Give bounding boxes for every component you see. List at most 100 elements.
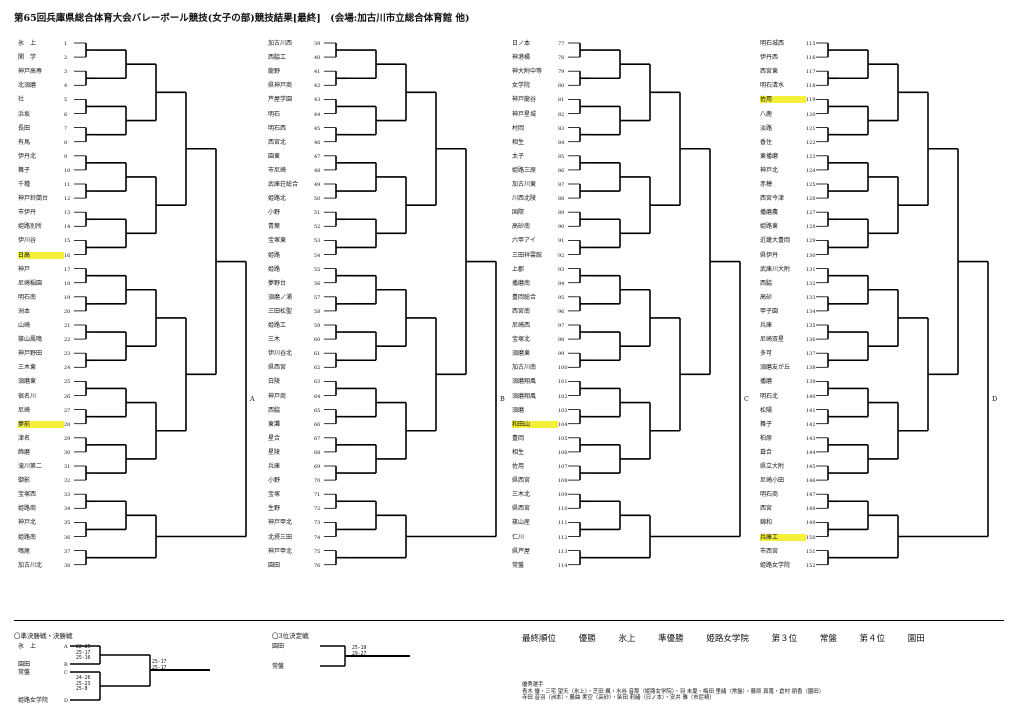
team-name: 社 — [18, 96, 25, 104]
team-number: 112 — [558, 534, 568, 541]
team-number: 89 — [558, 210, 565, 217]
team-name: 西宮 — [760, 505, 773, 513]
final-score: 25-17 25-17 — [152, 660, 167, 671]
excellent-label: 優秀選手 — [522, 682, 544, 688]
team-number: 19 — [64, 294, 71, 301]
team-name: 北須磨 — [18, 82, 37, 90]
pool-label: B — [500, 395, 505, 404]
team-name: 武庫荘総合 — [268, 181, 299, 188]
team-number: 38 — [64, 562, 71, 569]
team-name: 神戸鈴蘭台 — [18, 195, 49, 203]
final-round-title: 〇準決勝戦・決勝戦 — [14, 632, 73, 640]
team-name: 神戸星城 — [512, 110, 537, 118]
team-name: 松陽 — [760, 406, 773, 414]
team-number: 34 — [64, 506, 71, 513]
third-place-team: 常盤 — [272, 663, 285, 670]
team-number: 139 — [806, 379, 816, 386]
team-name: 小野 — [268, 477, 281, 485]
team-name: 姫路三原 — [512, 166, 537, 174]
team-name: 武庫川大附 — [760, 265, 791, 273]
team-number: 87 — [558, 182, 565, 188]
team-name: 神戸龍谷 — [512, 96, 537, 104]
team-number: 9 — [64, 153, 68, 160]
runner-up-value: 姫路女学院 — [706, 634, 749, 644]
team-number: 141 — [806, 407, 816, 414]
team-number: 13 — [64, 210, 71, 217]
team-name: 西宮今津 — [760, 195, 785, 203]
team-number: 32 — [64, 478, 71, 485]
team-name: 佐用 — [760, 96, 806, 104]
team-number: 68 — [314, 449, 321, 456]
team-number: 120 — [806, 111, 816, 118]
team-number: 125 — [806, 182, 816, 188]
team-name: 伊川谷 — [18, 237, 37, 245]
third-value: 常盤 — [819, 634, 837, 644]
team-number: 151 — [806, 548, 816, 555]
team-number: 124 — [806, 167, 816, 174]
team-name: 西脇工 — [268, 54, 287, 62]
team-number: 14 — [64, 224, 71, 231]
team-number: 40 — [314, 55, 321, 62]
team-name: 県西宮 — [268, 364, 287, 372]
team-number: 109 — [558, 492, 568, 499]
team-name: 舞子 — [18, 166, 31, 174]
team-number: 110 — [558, 506, 568, 513]
team-name: 県神戸商 — [268, 82, 293, 90]
team-name: 明石 — [268, 110, 281, 118]
team-name: 市西宮 — [760, 547, 779, 555]
final-results: 最終順位 優勝 氷上 準優勝 姫路女学院 第３位 常盤 第４位 園田 — [522, 632, 945, 644]
team-name: 神戸商 — [268, 392, 287, 400]
team-number: 1 — [64, 41, 68, 47]
team-name: 宝塚西 — [18, 491, 37, 499]
team-number: 28 — [64, 421, 71, 428]
team-name: 洲本 — [18, 307, 31, 315]
team-name: 神戸野田 — [18, 350, 43, 358]
team-name: 滝川第二 — [18, 463, 43, 470]
team-name: 播磨農 — [760, 209, 779, 217]
team-name: 尼崎西 — [512, 322, 531, 329]
excellent-line-1: 青木 優・三宅 望天（氷上）・芝田 楓・水谷 音那（姫路女学院）・羽 未夏・梅田… — [522, 688, 825, 695]
team-name: 関 学 — [18, 54, 37, 62]
team-name: 川西北陵 — [512, 195, 537, 203]
winner-value: 氷上 — [618, 634, 636, 644]
team-name: 三田松聖 — [268, 307, 293, 315]
